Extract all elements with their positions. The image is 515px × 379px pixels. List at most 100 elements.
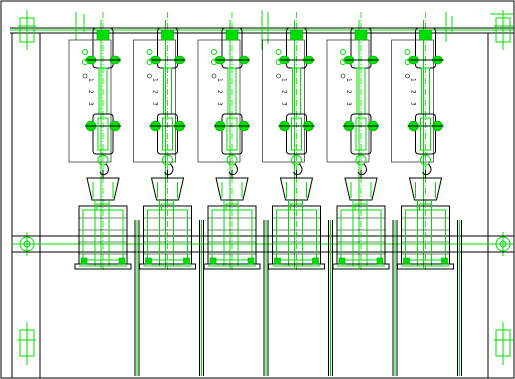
base-foot [274, 257, 281, 265]
middle-cylinder [415, 113, 436, 155]
hook [357, 163, 367, 176]
middle-cylinder-core [162, 117, 173, 151]
upper-cylinder-cap [290, 29, 303, 41]
upper-cylinder-cap [354, 29, 368, 41]
middle-cylinder [92, 113, 114, 155]
base-foot [80, 257, 88, 265]
panel-dot [147, 73, 152, 79]
base-foot [247, 257, 255, 265]
panel-label-1: 1 [152, 78, 159, 82]
panel-label-2: 2 [345, 90, 352, 94]
panel-label-3: 3 [410, 102, 417, 106]
panel-dot [211, 73, 217, 79]
top-center-markers [75, 10, 453, 50]
panel-dot [211, 49, 217, 55]
station-3: 1 2 3 [197, 12, 261, 270]
panel-dot [276, 73, 281, 79]
base-foot [145, 257, 152, 265]
panel-label-2: 2 [216, 90, 223, 94]
middle-cylinder-core [420, 117, 431, 151]
panel-dot [211, 59, 217, 65]
panel-dot [405, 73, 410, 79]
station-back-panel [68, 39, 112, 163]
panel-label-2: 2 [410, 90, 417, 94]
station-1: 123 [68, 12, 132, 270]
base-foot [338, 257, 346, 265]
upper-cylinder-cap [96, 29, 110, 41]
station-back-panel [326, 39, 370, 163]
panel-dot [146, 49, 153, 55]
left-frame-column [11, 10, 41, 378]
panel-dot [275, 59, 282, 65]
hook-eye [162, 154, 173, 166]
panel-label-3: 3 [87, 102, 94, 106]
station-back-panel [197, 39, 241, 163]
right-frame-column [487, 10, 515, 378]
panel-dot [82, 49, 88, 55]
middle-cylinder [157, 113, 178, 155]
upper-cylinder-cap [419, 29, 432, 41]
panel-label-2: 2 [281, 90, 288, 94]
weight-top-plate [225, 203, 239, 211]
station-back-panel [262, 39, 305, 163]
station-base [74, 263, 132, 270]
panel-dot [404, 49, 411, 55]
panel-dot [82, 59, 88, 65]
base-foot [441, 257, 448, 265]
base-foot [376, 257, 384, 265]
panel-label-1: 1 [216, 78, 223, 82]
base-foot [183, 257, 190, 265]
middle-cylinder [286, 113, 307, 155]
bucket [150, 177, 185, 201]
panel-label-1: 1 [410, 78, 417, 82]
middle-cylinder [221, 113, 243, 155]
panel-dot [340, 59, 346, 65]
panel-label-1: 1 [281, 78, 288, 82]
panel-label-2: 2 [87, 90, 94, 94]
horizontal-rails [12, 235, 514, 253]
station-back-panel [133, 39, 176, 163]
base-foot [118, 257, 126, 265]
hook [164, 163, 174, 176]
panel-label-1: 1 [345, 78, 352, 82]
hook-eye [420, 154, 431, 166]
hook [293, 163, 303, 176]
hook [99, 163, 109, 176]
hook-eye [97, 154, 109, 166]
weight-top-plate [419, 203, 432, 211]
panel-label-2: 2 [152, 90, 159, 94]
panel-label-3: 3 [152, 102, 159, 106]
panel-dot [404, 59, 411, 65]
bucket [86, 177, 120, 201]
bucket [279, 177, 314, 201]
station-6: 1 2 3 [391, 12, 454, 270]
panel-label-3: 3 [216, 102, 223, 106]
bucket [344, 177, 378, 201]
support-rods [134, 220, 462, 376]
panel-dot [146, 59, 153, 65]
panel-dot [82, 73, 88, 79]
station-4: 1 2 3 [262, 12, 325, 270]
upper-cylinder-cap [225, 29, 239, 41]
hook [422, 163, 432, 176]
panel-label-3: 3 [281, 102, 288, 106]
hook-eye [291, 154, 302, 166]
base-foot [403, 257, 410, 265]
station-2: 1 2 3 [133, 12, 196, 270]
panel-dot [340, 73, 346, 79]
weight-top-plate [161, 203, 174, 211]
middle-cylinder-core [97, 117, 109, 151]
panel-label-3: 3 [345, 102, 352, 106]
hook-eye [355, 154, 367, 166]
upper-cylinder-cap [161, 29, 174, 41]
weight-top-plate [96, 203, 110, 211]
base-foot [209, 257, 217, 265]
bucket [408, 177, 443, 201]
panel-dot [340, 49, 346, 55]
weight-top-plate [354, 203, 368, 211]
panel-dot [275, 49, 282, 55]
station-5: 1 2 3 [326, 12, 390, 270]
